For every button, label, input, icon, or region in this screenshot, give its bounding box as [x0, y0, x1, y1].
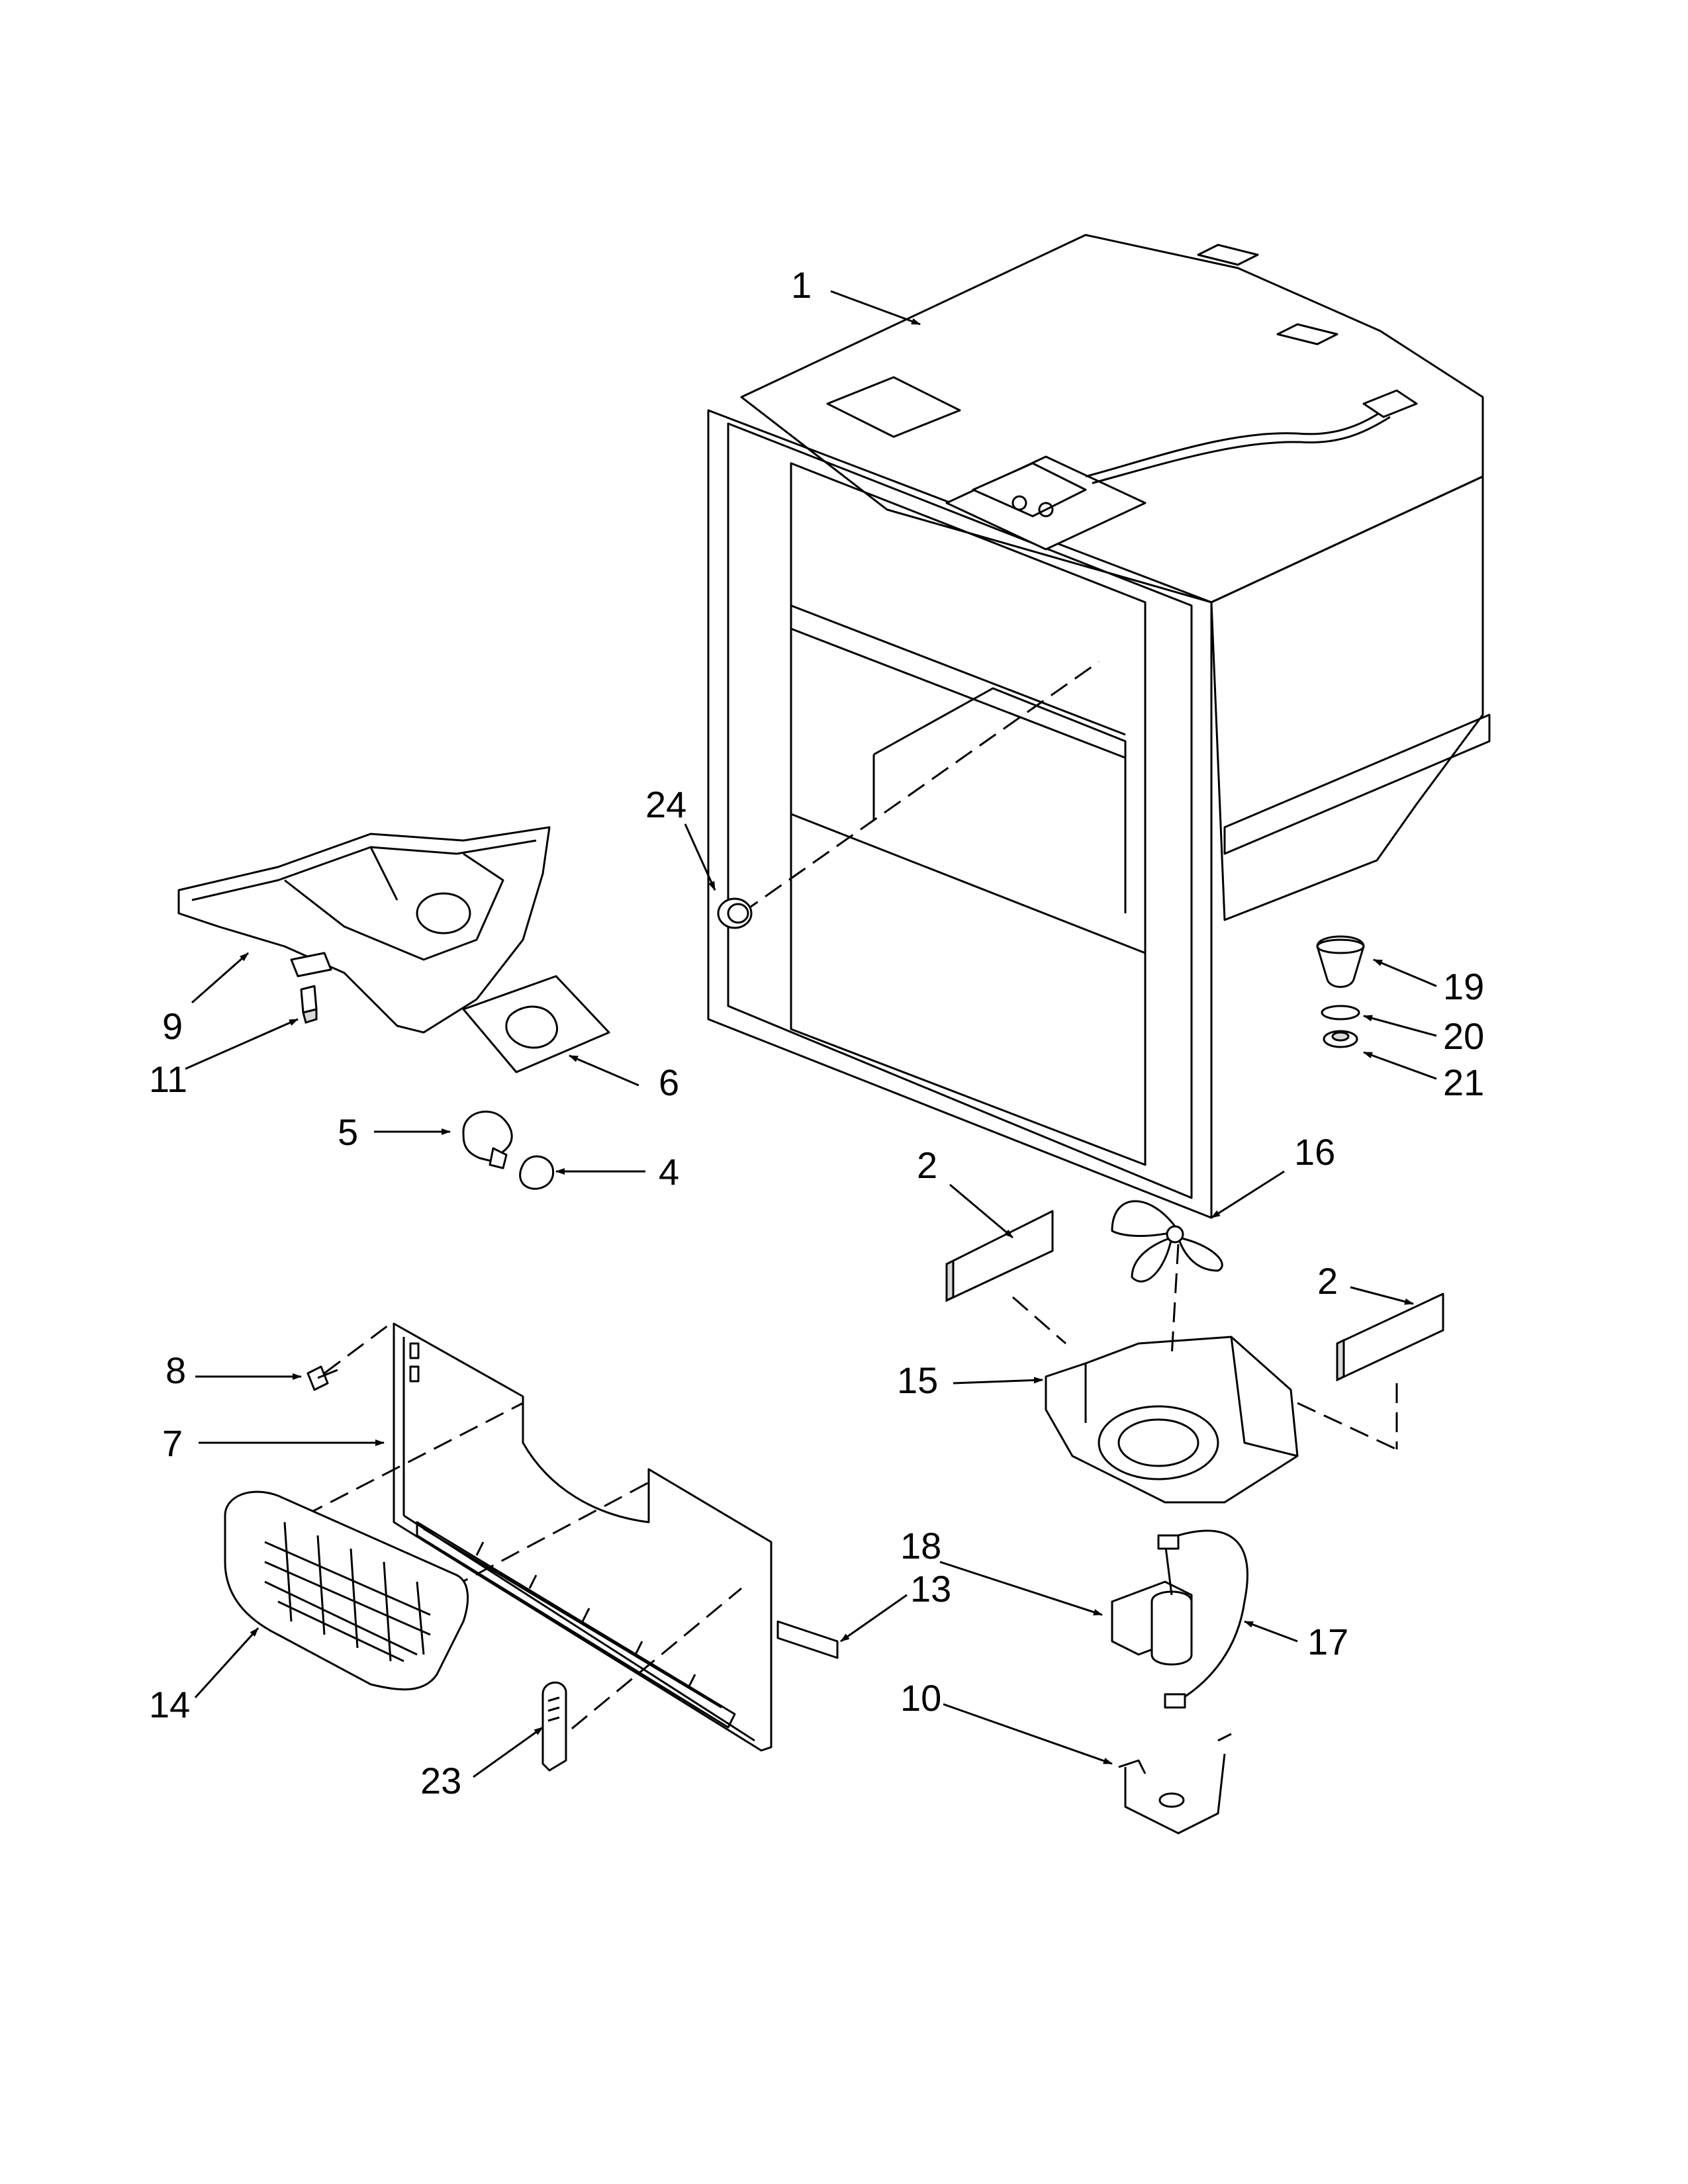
- wire-part-17: [1164, 1529, 1248, 1709]
- pad-part-2-left: [945, 1210, 1054, 1302]
- o-ring-part-20: [1321, 1005, 1360, 1021]
- light-housing-part-9: [177, 826, 551, 1034]
- callout-8: 8: [165, 1349, 186, 1391]
- strip-part-13: [776, 1620, 839, 1659]
- callout-23: 23: [420, 1760, 461, 1801]
- fan-blade-part-16: [1111, 1200, 1223, 1283]
- washer-part-21: [1323, 1030, 1358, 1048]
- callout-2-right: 2: [1317, 1260, 1338, 1302]
- callout-4: 4: [659, 1151, 679, 1193]
- damper-cup-part-19: [1316, 935, 1365, 988]
- callout-21: 21: [1443, 1062, 1484, 1103]
- callout-20: 20: [1443, 1015, 1484, 1057]
- callout-labels: 1 24 9 11 6 5 4 2 16 2 15 8 7 18 13 17 1…: [149, 264, 1484, 1801]
- plug-part-24: [717, 897, 753, 929]
- switch-part-11: [300, 985, 318, 1024]
- callout-15: 15: [897, 1359, 938, 1401]
- callout-14: 14: [149, 1684, 190, 1725]
- callout-24: 24: [645, 784, 686, 825]
- fan-shroud-part-15: [1012, 1244, 1398, 1504]
- callout-2-left: 2: [917, 1144, 937, 1186]
- evaporator-cover-part-7: [304, 1322, 773, 1752]
- callout-11: 11: [149, 1058, 187, 1100]
- screw-part-8: [306, 1322, 391, 1391]
- pad-part-2-right: [1336, 1293, 1444, 1382]
- callout-19: 19: [1443, 966, 1484, 1007]
- fan-motor-part-18: [1111, 1534, 1193, 1666]
- light-bulb-part-5: [462, 1111, 513, 1169]
- socket-part-4: [519, 1155, 555, 1190]
- callout-5: 5: [338, 1111, 358, 1153]
- grille-part-14: [224, 1490, 469, 1691]
- sensor-part-23: [541, 1681, 567, 1772]
- callout-16: 16: [1294, 1131, 1335, 1173]
- callout-18: 18: [900, 1525, 941, 1567]
- label-part-6: [462, 975, 610, 1073]
- bracket-part-10: [1118, 1733, 1232, 1835]
- callout-7: 7: [162, 1422, 183, 1464]
- callout-1: 1: [791, 264, 812, 306]
- callout-17: 17: [1307, 1621, 1348, 1662]
- freezer-liner: [707, 234, 1491, 1219]
- leader-lines: [185, 290, 1437, 1778]
- callout-13: 13: [910, 1568, 951, 1610]
- callout-9: 9: [162, 1005, 183, 1047]
- callout-6: 6: [659, 1062, 679, 1103]
- callout-10: 10: [900, 1677, 941, 1719]
